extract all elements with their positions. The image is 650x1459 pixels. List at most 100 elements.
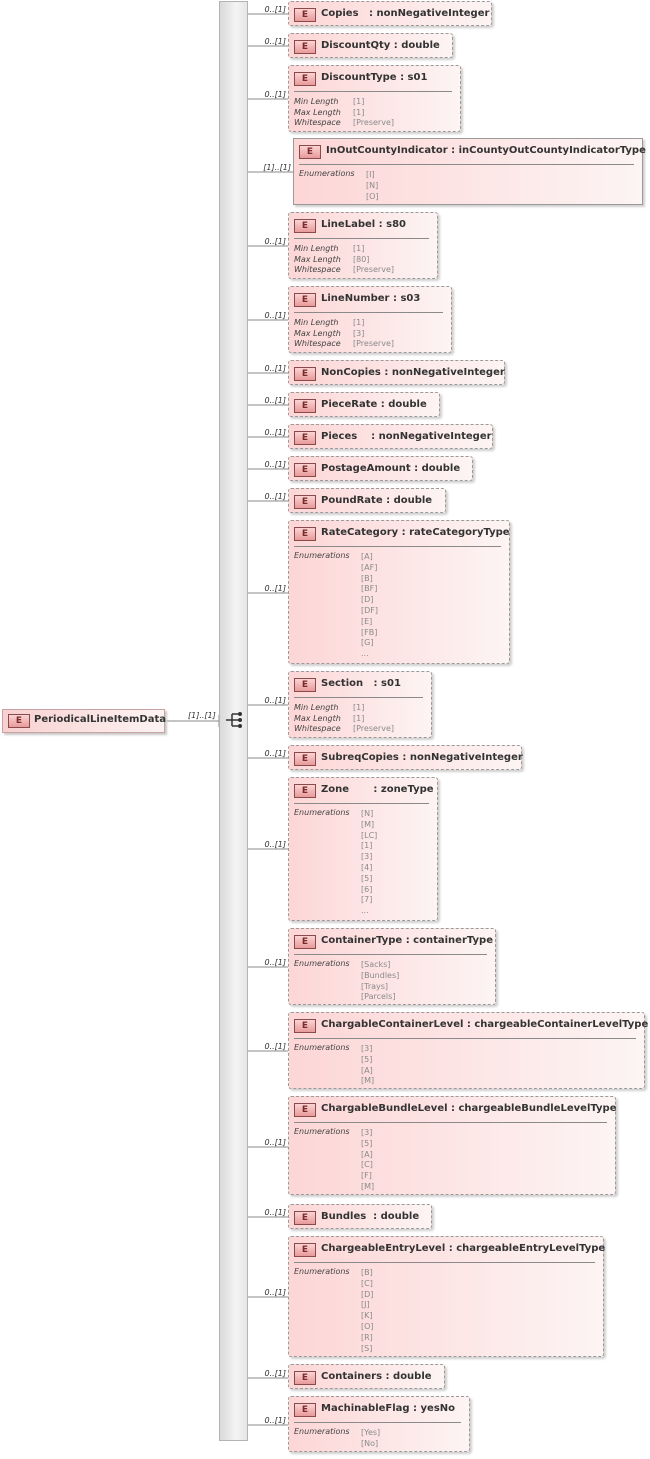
enum-value: ... <box>361 649 369 659</box>
enum-value: [M] <box>361 1182 375 1191</box>
element-box[interactable]: E InOutCountyIndicator : inCountyOutCount… <box>293 138 646 205</box>
element-icon: E <box>294 293 316 307</box>
enum-value: [6] <box>361 884 373 894</box>
root-element[interactable]: E PeriodicalLineItemData <box>2 709 166 733</box>
cardinality-label: 0..[1] <box>264 696 286 705</box>
facet-value: [1] <box>353 97 365 106</box>
element-icon: E <box>294 678 316 692</box>
element-name: RateCategory : rateCategoryType <box>321 527 510 538</box>
enum-value: [N] <box>361 809 374 818</box>
element-box[interactable]: E PoundRate : double <box>288 488 446 513</box>
facet-label: Min Length <box>294 244 339 253</box>
element-icon: E <box>294 463 316 477</box>
cardinality-label: 0..[1] <box>264 840 286 849</box>
enum-value: [C] <box>361 1278 373 1288</box>
element-icon: E <box>299 145 321 159</box>
enum-value: [I] <box>366 170 375 179</box>
element-icon: E <box>294 40 316 54</box>
element-name: ContainerType : containerType <box>321 935 493 946</box>
element-name: PoundRate : double <box>321 495 433 506</box>
enum-value: [D] <box>361 595 374 605</box>
element-icon: E <box>294 72 316 86</box>
element-icon: E <box>294 1019 316 1033</box>
enum-value: [B] <box>361 573 373 583</box>
element-icon: E <box>294 8 316 22</box>
facet-label: Min Length <box>294 318 339 327</box>
enum-value: [A] <box>361 552 373 561</box>
facet-value: [Preserve] <box>353 265 394 274</box>
element-divider <box>294 697 423 698</box>
enum-value: [LC] <box>361 830 378 840</box>
facet-label: Max Length <box>294 713 341 723</box>
element-divider <box>294 546 501 547</box>
element-icon: E <box>294 935 316 949</box>
element-name: InOutCountyIndicator : inCountyOutCounty… <box>326 145 646 156</box>
enumerations-label: Enumerations <box>294 1427 350 1436</box>
element-name: PostageAmount : double <box>321 463 461 474</box>
enum-value: [DF] <box>361 606 379 615</box>
facet-value: [3] <box>353 328 365 338</box>
element-name: ChargableContainerLevel : chargeableCont… <box>321 1019 649 1030</box>
enum-value: [N] <box>366 180 379 190</box>
element-divider <box>294 954 487 955</box>
enum-value: [7] <box>361 895 373 905</box>
enum-value: [Bundles] <box>361 970 400 980</box>
element-name: LineLabel : s80 <box>321 219 407 230</box>
enum-value: [M] <box>361 819 375 829</box>
element-box[interactable]: E ChargableContainerLevel : chargeableCon… <box>288 1012 649 1089</box>
element-name: NonCopies : nonNegativeInteger <box>321 367 505 378</box>
element-icon: E <box>294 495 316 509</box>
enum-value: [3] <box>361 1044 373 1053</box>
element-divider <box>294 312 443 313</box>
cardinality-label: 0..[1] <box>264 237 286 246</box>
facet-label: Min Length <box>294 703 339 712</box>
element-box[interactable]: E PieceRate : double <box>288 392 440 417</box>
element-name: PieceRate : double <box>321 399 427 410</box>
cardinality-label: 0..[1] <box>264 1208 286 1217</box>
element-name: LineNumber : s03 <box>321 293 421 304</box>
cardinality-label: 0..[1] <box>264 311 286 320</box>
cardinality-label: 0..[1] <box>264 584 286 593</box>
cardinality-label: 0..[1] <box>264 1138 286 1147</box>
enum-value: [4] <box>361 863 373 872</box>
element-divider <box>294 803 429 804</box>
element-icon: E <box>294 752 316 766</box>
element-icon: E <box>294 399 316 413</box>
enum-value: [C] <box>361 1160 373 1170</box>
enumerations-label: Enumerations <box>299 169 355 178</box>
enumerations-label: Enumerations <box>294 1043 350 1052</box>
enum-value: [R] <box>361 1332 373 1342</box>
cardinality-label: 0..[1] <box>264 1416 286 1425</box>
enum-value: [J] <box>361 1300 370 1310</box>
element-divider <box>294 1422 461 1423</box>
element-divider <box>294 1122 607 1123</box>
enumerations-label: Enumerations <box>294 959 350 968</box>
enum-value: [S] <box>361 1343 373 1353</box>
facet-value: [Preserve] <box>353 724 394 733</box>
cardinality-label: 0..[1] <box>264 1288 286 1297</box>
cardinality-label: 0..[1] <box>264 428 286 437</box>
element-box[interactable]: E PostageAmount : double <box>288 456 473 481</box>
element-divider <box>294 1262 595 1263</box>
enum-value: [O] <box>361 1322 374 1331</box>
element-name: MachinableFlag : yesNo <box>321 1403 456 1414</box>
facet-value: [1] <box>353 703 365 712</box>
